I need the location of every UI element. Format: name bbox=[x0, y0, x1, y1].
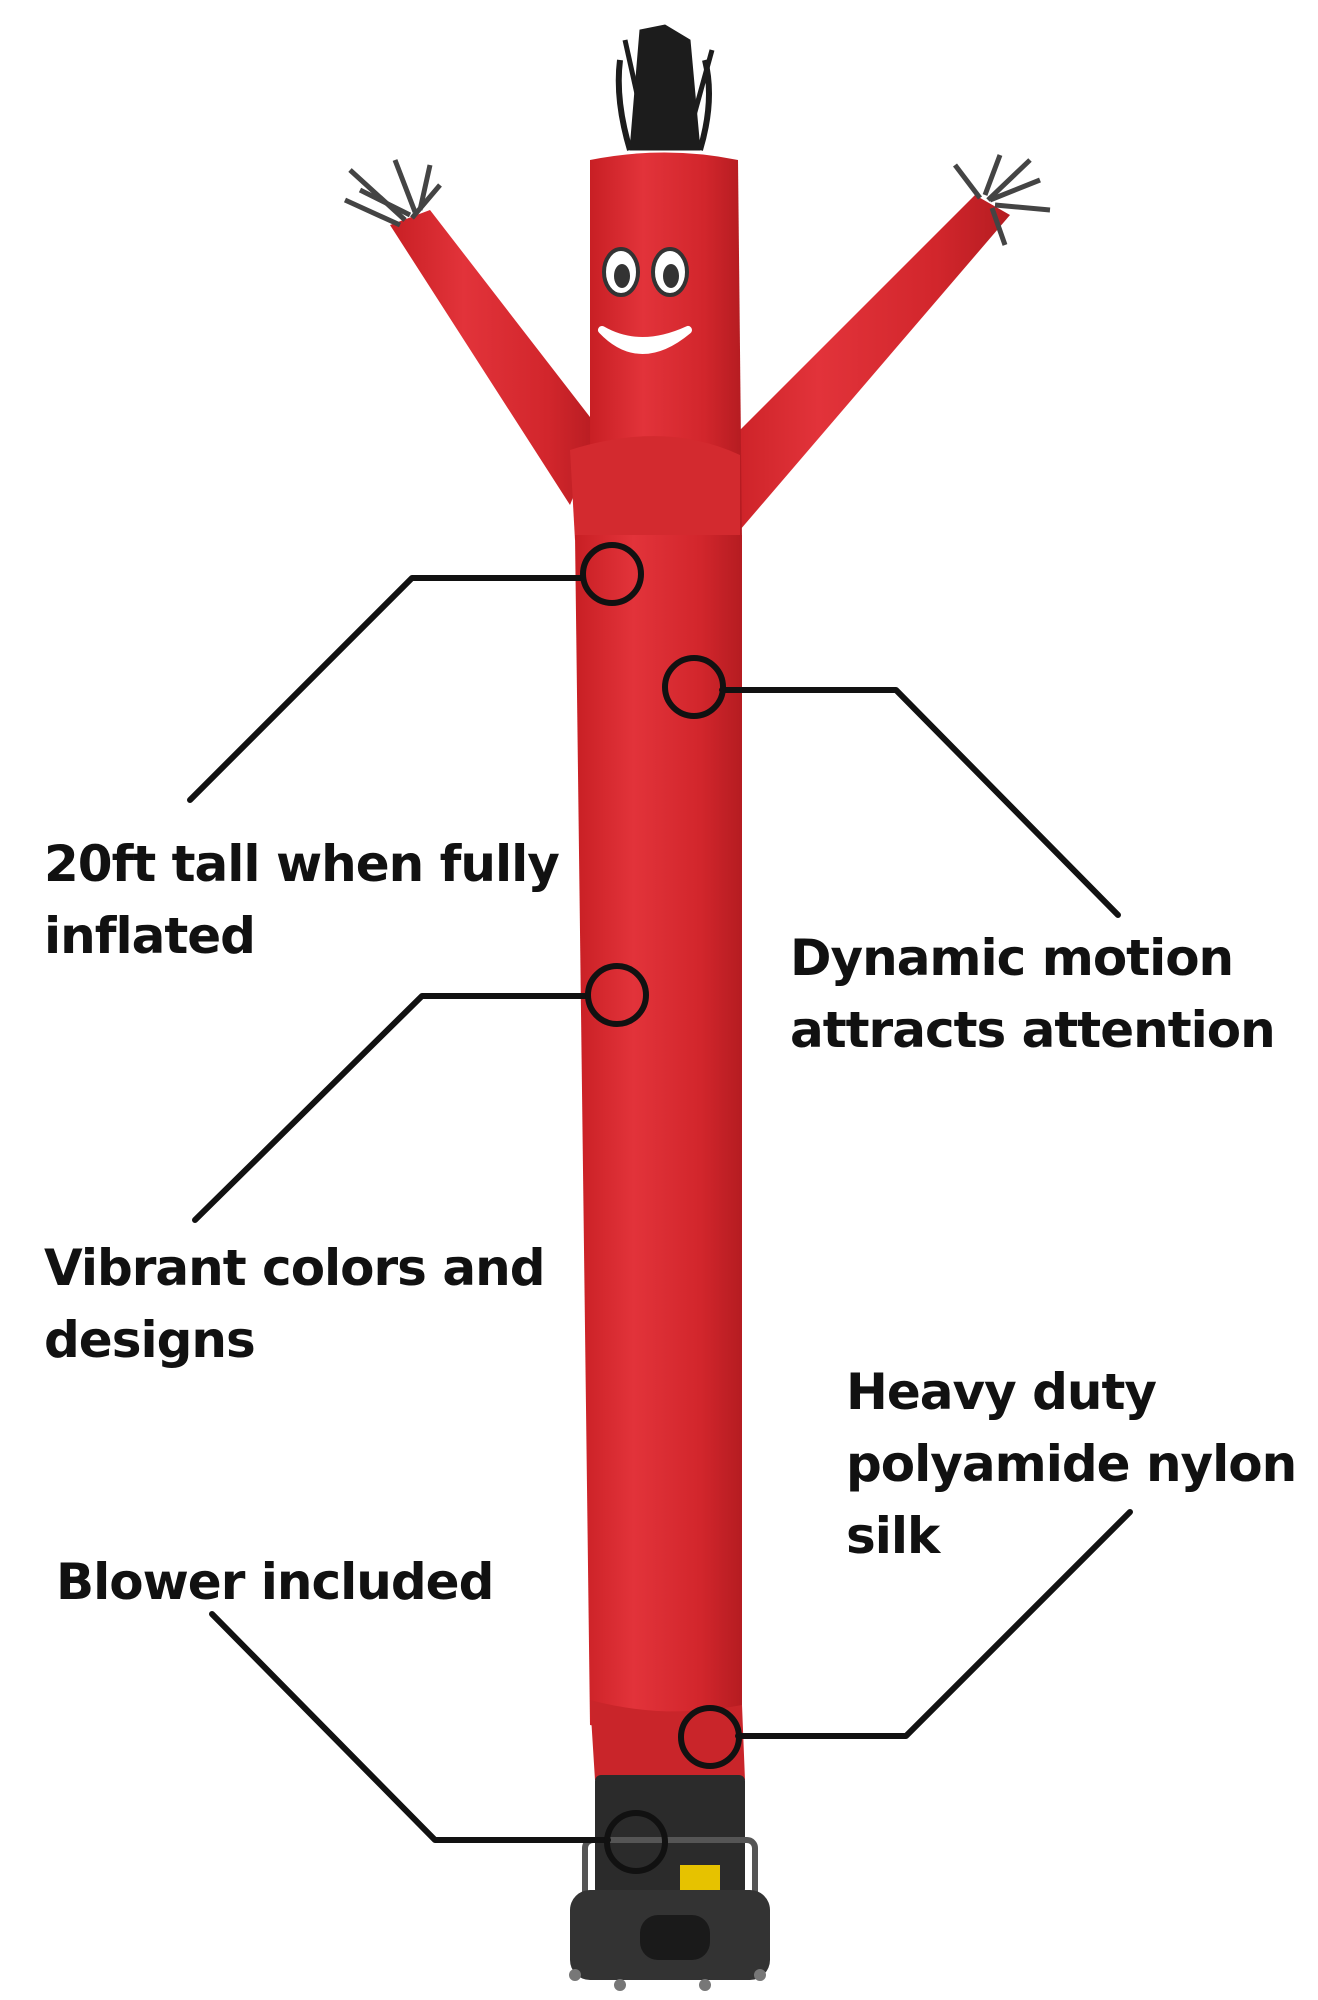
fringe-right-hand-icon bbox=[953, 154, 1051, 246]
fringe-left-hand-icon bbox=[343, 159, 442, 228]
left-arm bbox=[390, 210, 600, 505]
callout-label-nylon: Heavy duty polyamide nylon silk bbox=[846, 1356, 1297, 1572]
callout-label-colors-line1: Vibrant colors and bbox=[44, 1239, 545, 1297]
face-eyes-icon bbox=[602, 247, 689, 297]
callout-label-nylon-line2: polyamide nylon bbox=[846, 1435, 1297, 1493]
callout-label-tall: 20ft tall when fully inflated bbox=[44, 828, 560, 972]
callout-label-tall-line2: inflated bbox=[44, 907, 256, 965]
callout-label-motion-line2: attracts attention bbox=[790, 1001, 1276, 1059]
blower-icon bbox=[569, 1775, 770, 1991]
callout-line-blower bbox=[209, 1611, 668, 1874]
shoulder-joint bbox=[570, 436, 740, 540]
fringe-top-icon bbox=[615, 24, 715, 151]
main-tube bbox=[575, 535, 742, 1732]
callout-label-blower-line1: Blower included bbox=[56, 1553, 494, 1611]
face-smile-icon bbox=[598, 326, 692, 354]
right-arm bbox=[715, 195, 1010, 530]
tube-base-cuff bbox=[590, 1700, 745, 1780]
callout-label-motion: Dynamic motion attracts attention bbox=[790, 922, 1276, 1066]
callout-label-nylon-line3: silk bbox=[846, 1507, 940, 1565]
callout-line-tall bbox=[187, 542, 644, 803]
callout-label-tall-line1: 20ft tall when fully bbox=[44, 835, 560, 893]
callout-label-blower: Blower included bbox=[56, 1546, 494, 1618]
callout-label-colors-line2: designs bbox=[44, 1311, 256, 1369]
callout-line-colors bbox=[192, 963, 649, 1223]
callout-label-motion-line1: Dynamic motion bbox=[790, 929, 1234, 987]
callout-line-nylon bbox=[678, 1509, 1133, 1769]
callout-line-motion bbox=[662, 655, 1121, 918]
callout-label-nylon-line1: Heavy duty bbox=[846, 1363, 1157, 1421]
callout-label-colors: Vibrant colors and designs bbox=[44, 1232, 545, 1376]
